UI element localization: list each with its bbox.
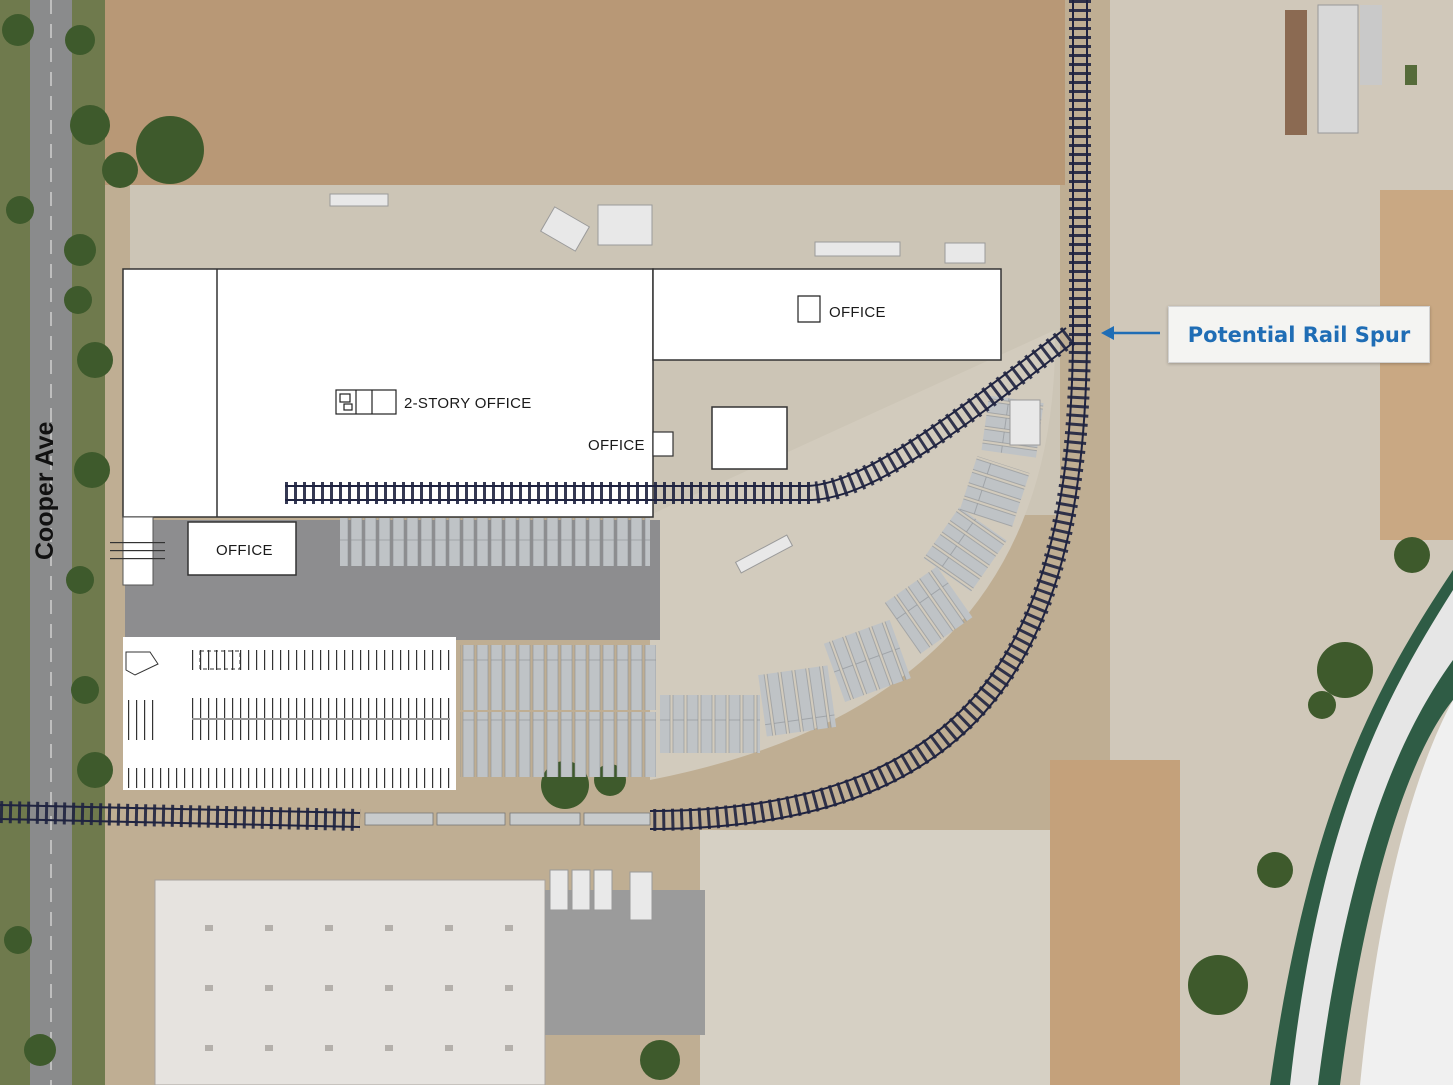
lot-southeast: [700, 830, 1100, 1085]
freeway-lanes-2: [1360, 700, 1453, 1085]
trailer-row-1: [460, 645, 656, 710]
potential-rail-spur-callout: Potential Rail Spur: [1168, 306, 1430, 363]
two-story-office-label: 2-STORY OFFICE: [404, 395, 532, 412]
south-warehouse-roof: [154, 879, 546, 1085]
south-parking: [545, 890, 705, 1035]
dry-field-north: [105, 0, 1065, 185]
stockyard-ne: [1285, 4, 1417, 135]
freeway-lanes: [1290, 590, 1453, 1085]
yard-structures: [329, 193, 1041, 574]
ne-office-icon: [797, 295, 821, 323]
office-floorplan-icon: [335, 389, 397, 415]
dirt-strip-east: [1380, 190, 1453, 540]
south-tanks: [549, 869, 653, 921]
small-square-building: [711, 406, 788, 470]
callout-text: Potential Rail Spur: [1187, 322, 1411, 347]
trailer-row-2: [460, 712, 656, 777]
parking-structure: [123, 637, 456, 790]
office-annex-box: [652, 431, 674, 457]
rail-cars: [364, 812, 651, 826]
main-building: [110, 268, 1002, 586]
office-center-label: OFFICE: [588, 437, 645, 454]
callout-arrow: [1101, 326, 1160, 340]
cooper-ave-label: Cooper Ave: [31, 421, 59, 560]
office-south-label: OFFICE: [216, 542, 273, 559]
rail-west-straight: [0, 801, 361, 831]
yard-curve-pad: [650, 330, 1056, 780]
rail-lines: [0, 0, 1091, 831]
rail-potential-spur: [285, 326, 1077, 504]
trees: [2, 14, 1430, 1080]
dirt-southeast: [1050, 760, 1180, 1085]
office-northeast-label: OFFICE: [829, 304, 886, 321]
rail-main-curve: [649, 0, 1091, 831]
south-office-building: [187, 521, 297, 576]
trailer-row-dock: [340, 518, 650, 566]
